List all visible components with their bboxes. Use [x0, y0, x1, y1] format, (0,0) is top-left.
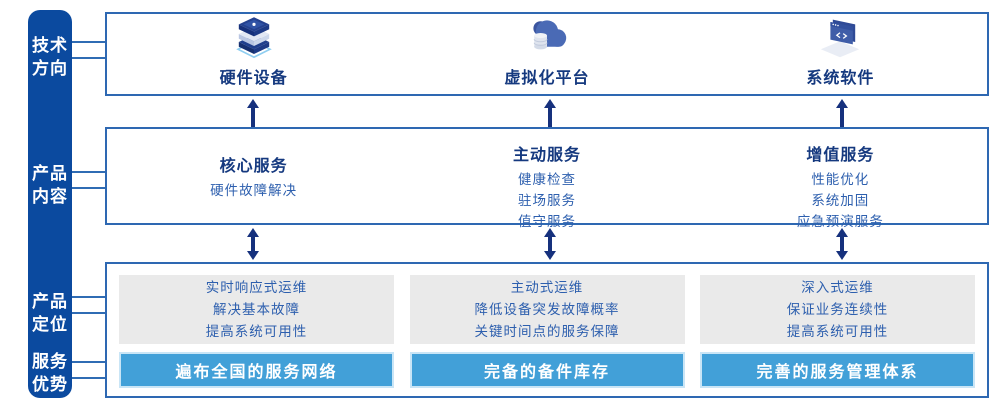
arrow-up-down-icon: [247, 228, 259, 260]
advantage-bar: 遍布全国的服务网络: [121, 354, 392, 386]
tech-item-hardware: 硬件设备: [107, 14, 400, 94]
connector-line: [72, 187, 105, 189]
service-title: 主动服务: [512, 147, 581, 164]
service-item: 健康检查: [517, 172, 576, 187]
sidebar-label-line: 技术: [32, 36, 68, 55]
arrow-up-icon: [544, 99, 556, 127]
connector-line: [72, 361, 105, 363]
positioning-line: 降低设备突发故障概率: [474, 301, 620, 317]
arrow-up-down-icon: [836, 228, 848, 260]
service-title: 增值服务: [806, 147, 875, 164]
server-stack-icon: [235, 17, 272, 59]
sidebar-label-line: 优势: [32, 375, 68, 394]
product-content-box: 核心服务 硬件故障解决 主动服务 健康检查 驻场服务 值守服务 增值服务 性能优…: [105, 127, 989, 229]
connector-line: [72, 377, 105, 379]
sidebar-label-line: 内容: [32, 187, 68, 206]
advantage-bar: 完备的备件库存: [411, 354, 683, 386]
positioning-line: 主动式运维: [510, 279, 584, 295]
positioning-panel: 实时响应式运维 解决基本故障 提高系统可用性: [119, 275, 394, 344]
connector-line: [72, 312, 105, 314]
tech-item-label: 虚拟化平台: [504, 70, 590, 87]
sidebar-label-line: 定位: [32, 315, 68, 334]
positioning-line: 提高系统可用性: [205, 323, 308, 339]
arrow-up-down-icon: [544, 228, 556, 260]
sidebar-label-line: 产品: [32, 292, 68, 311]
service-col-core: 核心服务 硬件故障解决: [107, 129, 400, 223]
code-window-icon: [821, 19, 860, 58]
positioning-col-proactive: 主动式运维 降低设备突发故障概率 关键时间点的服务保障 完备的备件库存: [409, 275, 685, 396]
product-positioning-box: 实时响应式运维 解决基本故障 提高系统可用性 遍布全国的服务网络 主动式运维 降…: [105, 262, 989, 398]
positioning-line: 关键时间点的服务保障: [474, 323, 620, 339]
tech-item-label: 硬件设备: [219, 70, 288, 87]
sidebar-label-service-advantage: 服务 优势: [28, 350, 72, 396]
sidebar: 技术 方向 产品 内容 产品 定位 服务 优势: [28, 10, 72, 398]
positioning-line: 提高系统可用性: [786, 323, 889, 339]
service-item: 性能优化: [811, 172, 870, 187]
tech-direction-box: 硬件设备 虚拟化平台: [105, 12, 989, 96]
positioning-line: 保证业务连续性: [786, 301, 889, 317]
service-item: 硬件故障解决: [210, 182, 298, 198]
connector-line: [72, 57, 105, 59]
sidebar-label-line: 服务: [32, 352, 68, 371]
service-item: 应急预演服务: [796, 214, 884, 229]
connector-line: [72, 171, 105, 173]
positioning-line: 实时响应式运维: [205, 279, 308, 295]
positioning-col-realtime: 实时响应式运维 解决基本故障 提高系统可用性 遍布全国的服务网络: [119, 275, 394, 396]
sidebar-label-product-positioning: 产品 定位: [28, 290, 72, 336]
positioning-panel: 深入式运维 保证业务连续性 提高系统可用性: [700, 275, 975, 344]
sidebar-label-tech-direction: 技术 方向: [28, 34, 72, 80]
service-title: 核心服务: [219, 157, 288, 175]
positioning-line: 解决基本故障: [213, 301, 300, 317]
service-item: 值守服务: [517, 214, 576, 229]
cloud-database-icon: [533, 20, 567, 50]
tech-item-system-software: 系统软件: [694, 14, 987, 94]
arrow-up-icon: [247, 99, 259, 127]
positioning-col-deep: 深入式运维 保证业务连续性 提高系统可用性 完善的服务管理体系: [700, 275, 975, 396]
tech-item-virtualization: 虚拟化平台: [400, 14, 693, 94]
sidebar-label-line: 方向: [32, 59, 68, 78]
service-item: 驻场服务: [517, 193, 576, 208]
service-item: 系统加固: [811, 193, 870, 208]
connector-line: [72, 41, 105, 43]
tech-item-label: 系统软件: [806, 70, 875, 87]
connector-line: [72, 296, 105, 298]
arrow-up-icon: [836, 99, 848, 127]
sidebar-label-product-content: 产品 内容: [28, 162, 72, 208]
positioning-line: 深入式运维: [801, 279, 874, 295]
service-col-value-added: 增值服务 性能优化 系统加固 应急预演服务: [694, 129, 987, 229]
advantage-bar: 完善的服务管理体系: [702, 354, 973, 386]
positioning-panel: 主动式运维 降低设备突发故障概率 关键时间点的服务保障: [409, 275, 685, 344]
service-col-proactive: 主动服务 健康检查 驻场服务 值守服务: [400, 129, 693, 229]
sidebar-label-line: 产品: [32, 164, 68, 183]
